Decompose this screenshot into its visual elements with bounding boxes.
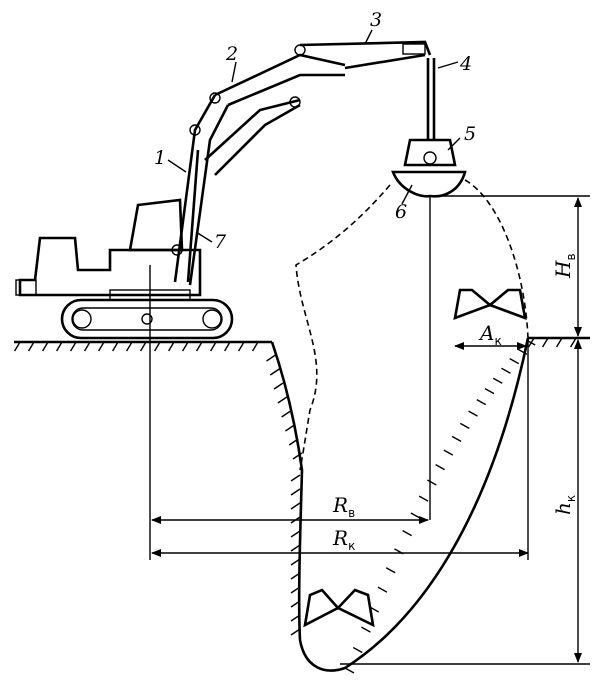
callout-leaders — [167, 29, 461, 243]
callout-2: 2 — [225, 43, 238, 65]
label-Hv: Hв — [551, 253, 578, 279]
label-hk: hк — [551, 495, 578, 515]
callout-1: 1 — [154, 147, 166, 169]
hydraulic-cylinder — [186, 149, 200, 283]
grab-trajectory — [295, 184, 391, 471]
label-Rv: Rв — [332, 493, 355, 520]
grab-symbol-upper — [453, 288, 527, 321]
ground-surface — [13, 336, 590, 352]
callout-4: 4 — [459, 53, 472, 75]
svg-text:Hв: Hв — [551, 253, 578, 279]
svg-text:hк: hк — [551, 495, 578, 515]
label-Rk: Rк — [332, 526, 355, 553]
callout-7: 7 — [214, 231, 227, 253]
boom-assembly — [171, 40, 432, 286]
grab-trajectory-right — [464, 179, 529, 339]
label-Ak: Aк — [478, 321, 502, 348]
callout-3: 3 — [370, 9, 382, 31]
grab-rod-assembly — [391, 58, 467, 198]
callout-6: 6 — [395, 201, 407, 223]
crawler-tracks — [60, 298, 234, 340]
grab-symbol-lower — [303, 588, 375, 628]
callout-5: 5 — [464, 123, 476, 145]
trench-contour — [266, 337, 536, 674]
